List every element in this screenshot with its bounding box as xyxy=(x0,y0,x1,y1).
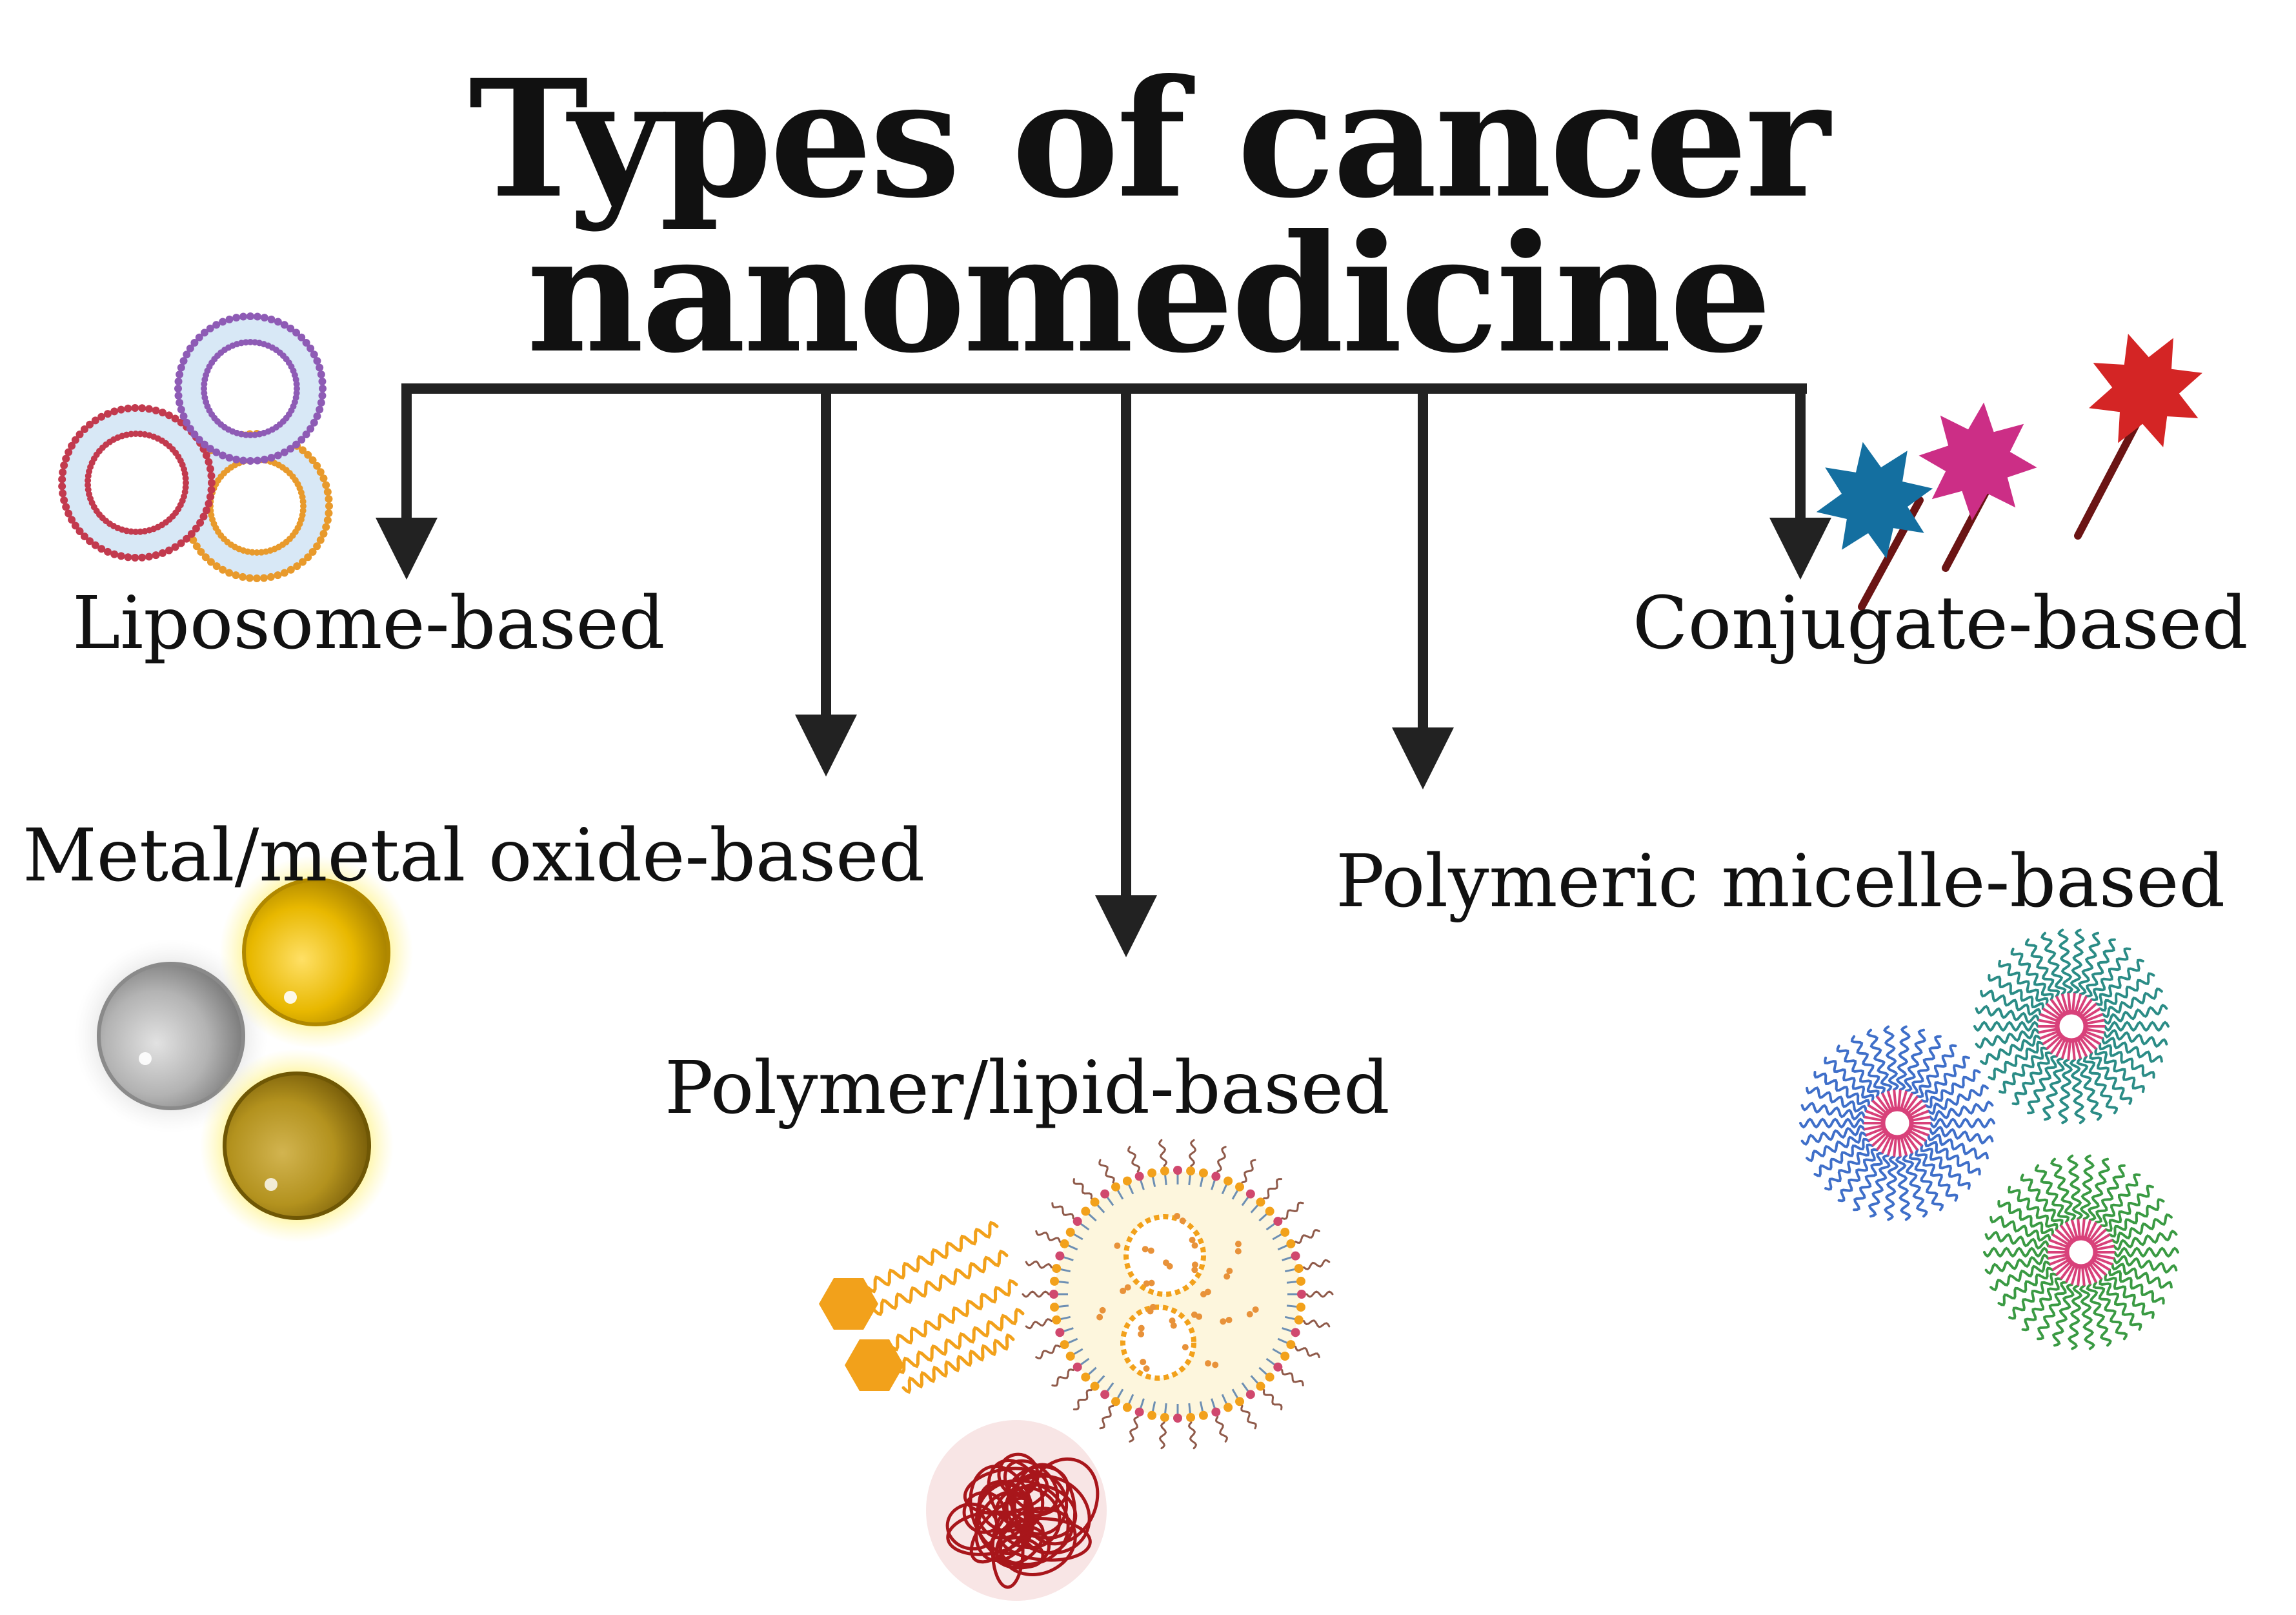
label-liposome-based: Liposome-based xyxy=(72,582,665,665)
title-line-2: nanomedicine xyxy=(527,199,1772,389)
polymer-lipid-nanoparticle-icon xyxy=(819,1139,1334,1601)
label-metal-oxide-based: Metal/metal oxide-based xyxy=(23,814,925,898)
drug-conjugate-icon xyxy=(1816,334,2202,611)
metal-nanoparticle-icon xyxy=(74,855,413,1243)
label-polymer-lipid-based: Polymer/lipid-based xyxy=(665,1046,1390,1130)
liposome-icon xyxy=(58,312,333,582)
polymeric-micelle-icon xyxy=(1799,928,2179,1350)
title-line-1: Types of cancer xyxy=(468,44,1830,234)
connector-tree xyxy=(376,383,1831,957)
label-conjugate-based: Conjugate-based xyxy=(1633,582,2248,665)
label-polymeric-micelle-based: Polymeric micelle-based xyxy=(1336,840,2226,924)
